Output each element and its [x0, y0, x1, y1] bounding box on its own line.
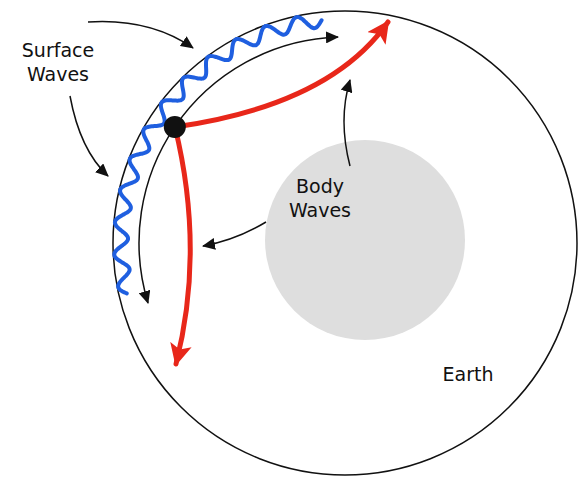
leader-arrow — [88, 22, 193, 48]
surface-waves-label: Surface Waves — [6, 38, 110, 86]
body-wave-arrow — [175, 22, 388, 127]
earth-core — [265, 140, 465, 340]
surface-wave — [114, 17, 321, 293]
earth-outline — [113, 11, 577, 475]
leader-arrow — [203, 222, 266, 246]
surface-path-arrow — [139, 127, 175, 303]
earth-label: Earth — [428, 362, 508, 386]
leader-arrow — [344, 80, 350, 166]
body-waves-label: Body Waves — [270, 174, 370, 222]
surface-path-arrow — [175, 37, 338, 127]
body-wave-arrow — [175, 127, 190, 364]
earthquake-focus — [164, 116, 186, 138]
leader-arrow — [70, 96, 108, 176]
